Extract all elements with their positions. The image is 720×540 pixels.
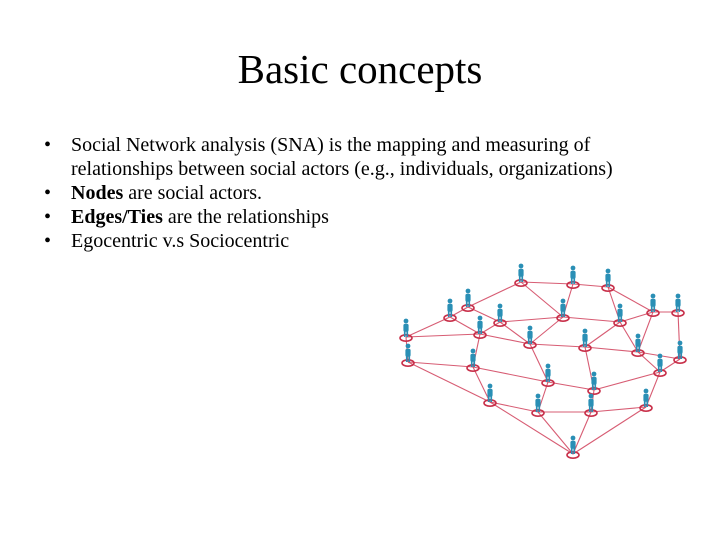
bullet-glyph: •: [44, 182, 52, 204]
slide-title: Basic concepts: [237, 46, 483, 92]
bullet-item: • Social Network analysis (SNA) is the ma…: [44, 133, 684, 181]
person-node-icon: [443, 298, 457, 323]
network-edge: [479, 333, 531, 345]
network-edge: [499, 316, 564, 323]
bullet-text: Egocentric v.s Sociocentric: [71, 230, 290, 252]
network-edge: [529, 343, 549, 383]
network-edge: [645, 371, 661, 408]
person-node-icon: [523, 325, 537, 350]
person-node-icon: [631, 333, 645, 358]
bullet-term: Edges/Ties: [71, 206, 163, 228]
person-node-icon: [653, 353, 667, 378]
bullet-item: • Nodes are social actors.: [44, 181, 684, 205]
bullet-text: are the relationships: [162, 206, 329, 228]
person-node-icon: [566, 435, 580, 460]
person-node-icon: [493, 303, 507, 328]
network-edge: [489, 401, 574, 455]
person-node-icon: [556, 298, 570, 323]
person-node-icon: [401, 343, 415, 368]
bullet-list: • Social Network analysis (SNA) is the ma…: [44, 133, 684, 253]
person-node-icon: [578, 328, 592, 353]
network-edge: [529, 343, 586, 348]
network-edge: [472, 366, 491, 403]
network-edge: [572, 411, 592, 455]
network-edge: [405, 333, 481, 338]
network-edge: [407, 361, 491, 403]
bullet-glyph: •: [44, 230, 52, 252]
bullet-term: Nodes: [71, 182, 124, 204]
person-node-icon: [399, 318, 413, 343]
network-edge: [584, 321, 621, 348]
person-node-icon: [601, 268, 615, 292]
network-edge: [607, 286, 654, 313]
person-node-icon: [673, 340, 687, 365]
bullet-item: • Edges/Ties are the relationships: [44, 205, 684, 229]
person-node-icon: [541, 363, 555, 388]
network-edge: [572, 406, 647, 455]
network-edge: [547, 381, 595, 391]
person-node-icon: [587, 371, 601, 396]
network-edge: [520, 281, 564, 318]
person-node-icon: [584, 393, 598, 418]
person-node-icon: [613, 303, 627, 328]
person-node-icon: [514, 263, 528, 287]
network-edge: [537, 411, 574, 455]
network-edge: [619, 321, 639, 353]
person-node-icon: [639, 388, 653, 413]
network-edge: [562, 316, 621, 323]
person-node-icon: [461, 288, 475, 312]
bullet-text: Social Network analysis (SNA) is the map…: [71, 134, 613, 180]
network-edge: [520, 281, 574, 285]
network-edge: [489, 401, 539, 413]
person-node-icon: [466, 348, 480, 373]
network-edge: [405, 316, 451, 338]
network-edge: [529, 316, 564, 345]
network-edge: [584, 346, 639, 353]
bullet-text: are social actors.: [123, 182, 263, 204]
person-node-icon: [531, 393, 545, 418]
bullet-glyph: •: [44, 134, 52, 156]
network-edge: [407, 361, 474, 368]
social-network-people-icon: [399, 263, 687, 460]
network-edge: [590, 406, 647, 413]
network-edge: [467, 281, 522, 308]
bullet-glyph: •: [44, 206, 52, 228]
person-node-icon: [483, 383, 497, 408]
person-node-icon: [671, 293, 685, 317]
person-node-icon: [646, 293, 660, 317]
bullet-item: • Egocentric v.s Sociocentric: [44, 229, 684, 253]
network-edge: [472, 366, 549, 383]
person-node-icon: [473, 315, 487, 340]
person-node-icon: [566, 265, 580, 289]
network-edge: [593, 371, 661, 391]
